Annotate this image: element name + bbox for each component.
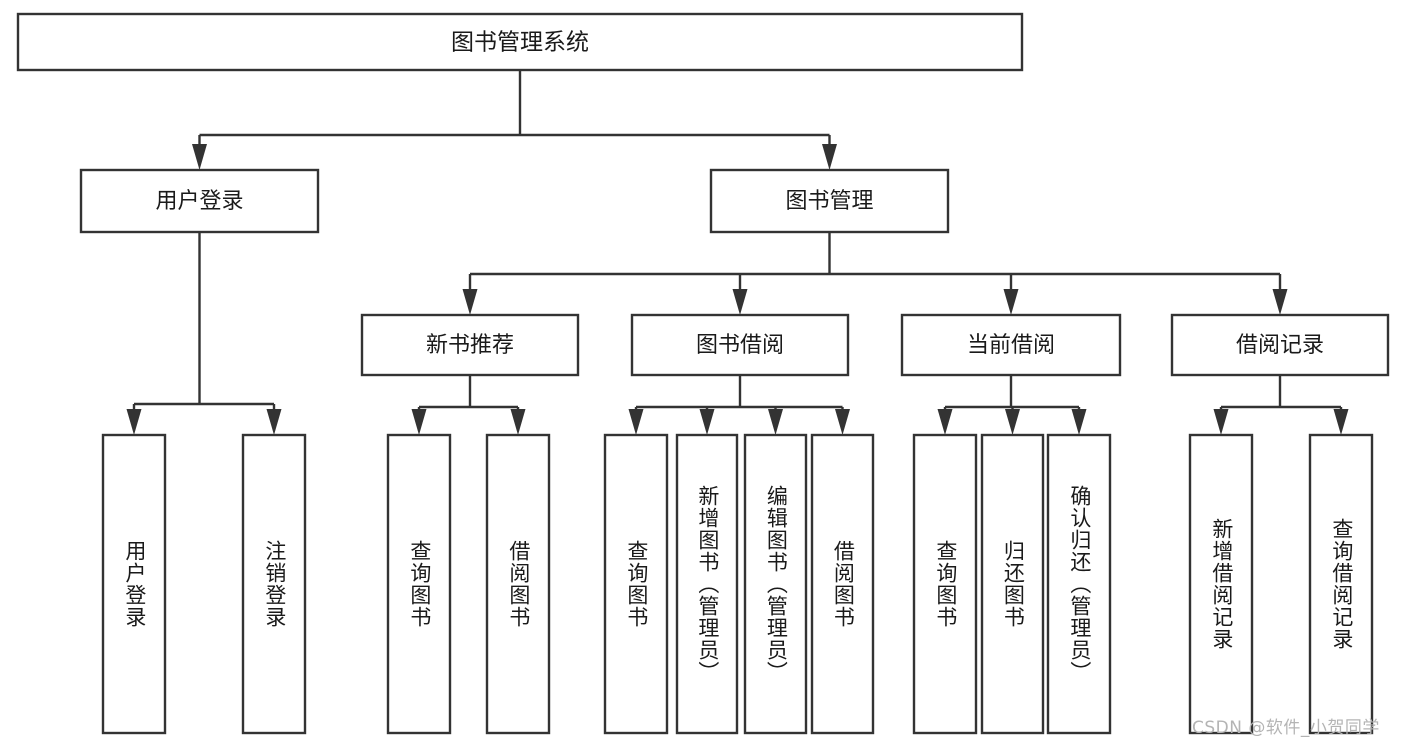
node-leaf-query-book-2-box[interactable]	[603, 433, 669, 735]
node-root-box[interactable]	[16, 12, 1024, 72]
connector-arrowhead	[768, 409, 783, 435]
node-book-borrow-box[interactable]	[630, 313, 850, 377]
node-leaf-confirm-return-box[interactable]	[1046, 433, 1112, 735]
connector-arrowhead	[835, 409, 850, 435]
node-borrow-record-box[interactable]	[1170, 313, 1390, 377]
connector-arrowhead	[699, 409, 715, 435]
node-leaf-user-login-box[interactable]	[101, 433, 167, 735]
connector-arrowhead	[732, 289, 748, 315]
node-leaf-edit-book-box[interactable]	[743, 433, 808, 735]
connector-arrowhead	[822, 144, 837, 170]
connector-arrowhead	[1003, 289, 1019, 315]
connector-arrowhead	[266, 409, 282, 435]
connector-arrowhead	[1333, 409, 1349, 435]
node-book-manage-label: 图书管理	[785, 189, 873, 214]
connector-arrowhead	[510, 409, 526, 435]
node-current-borrow-box[interactable]	[900, 313, 1122, 377]
node-leaf-return-book-box[interactable]	[980, 433, 1045, 735]
node-leaf-query-book-3-box[interactable]	[912, 433, 978, 735]
node-new-book-rec-box[interactable]	[360, 313, 580, 377]
node-leaf-query-record-box[interactable]	[1308, 433, 1374, 735]
node-leaf-add-book-box[interactable]	[675, 433, 739, 735]
node-borrow-record-label: 借阅记录	[1236, 333, 1324, 358]
connector-arrowhead	[1272, 289, 1288, 315]
node-book-manage-box[interactable]	[709, 168, 950, 234]
node-root-label: 图书管理系统	[451, 30, 589, 56]
node-new-book-rec-label: 新书推荐	[426, 333, 514, 358]
connector-arrowhead	[937, 409, 953, 435]
connector-arrowhead	[126, 409, 142, 435]
connector-arrowhead	[1071, 409, 1087, 435]
connector-arrowhead	[1213, 409, 1229, 435]
node-current-borrow-label: 当前借阅	[967, 333, 1055, 358]
node-user-login-box[interactable]	[79, 168, 320, 234]
connector-arrowhead	[462, 289, 478, 315]
node-book-borrow-label: 图书借阅	[696, 333, 784, 358]
node-leaf-add-record-box[interactable]	[1188, 433, 1254, 735]
node-leaf-user-logout-box[interactable]	[241, 433, 307, 735]
connector-arrowhead	[1005, 409, 1020, 435]
connector-arrowhead	[192, 144, 207, 170]
connector-arrowhead	[411, 409, 427, 435]
csdn-watermark: CSDN @软件_小贺同学	[1192, 718, 1380, 738]
node-leaf-borrow-book-2-box[interactable]	[810, 433, 875, 735]
node-user-login-label: 用户登录	[155, 189, 243, 214]
connector-arrowhead	[628, 409, 644, 435]
connector-layer	[126, 70, 1349, 435]
node-leaf-borrow-book-1-box[interactable]	[485, 433, 551, 735]
node-leaf-query-book-1-box[interactable]	[386, 433, 452, 735]
